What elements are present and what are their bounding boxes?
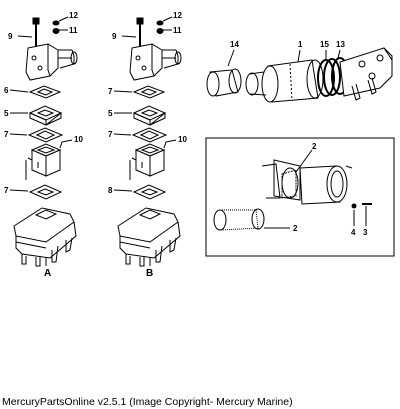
exhaust-manifold-a <box>14 208 76 266</box>
gasket-part-7-upper <box>10 128 62 142</box>
exhaust-manifold-b <box>118 208 180 266</box>
callout-r-15: 15 <box>320 40 329 49</box>
label-section-a: A <box>44 268 51 279</box>
callout-a-7-lower: 7 <box>4 186 9 195</box>
callout-r-13: 13 <box>336 40 345 49</box>
clamp-part-15 <box>318 50 340 96</box>
sleeve-part-14 <box>207 50 241 96</box>
fitting-part-11 <box>53 29 68 34</box>
callout-b-7-top: 7 <box>108 87 113 96</box>
callout-a-12: 12 <box>69 11 78 20</box>
elbow-fitting <box>26 44 77 80</box>
gasket-part-8-b <box>114 185 165 199</box>
callout-b-8: 8 <box>108 186 113 195</box>
washer-part-12 <box>53 17 68 25</box>
gasket-part-7-mid-b <box>114 128 166 142</box>
tube-part-2 <box>262 150 312 200</box>
callout-a-10: 10 <box>74 135 83 144</box>
callout-a-6: 6 <box>4 86 9 95</box>
callout-r-1: 1 <box>298 40 303 49</box>
screw-part-3 <box>362 204 372 226</box>
assembly-a: A <box>10 17 77 279</box>
callouts: 9 12 11 6 5 7 10 7 9 12 11 7 5 7 10 8 14… <box>4 11 368 237</box>
tailpipe-assembly <box>207 48 392 102</box>
plate-part-5-b <box>114 106 165 125</box>
callout-b-12: 12 <box>173 11 182 20</box>
callout-a-5: 5 <box>4 109 9 118</box>
fitting-part-11-b <box>157 29 172 34</box>
tube-part-2-lower <box>214 209 290 230</box>
callout-b-10: 10 <box>178 135 187 144</box>
washer-part-4 <box>352 204 356 226</box>
copyright-footer: MercuryPartsOnline v2.5.1 (Image Copyrig… <box>2 396 293 408</box>
callout-r-14: 14 <box>230 40 239 49</box>
callout-b-5: 5 <box>108 109 113 118</box>
gasket-part-6 <box>10 86 60 98</box>
callout-a-11: 11 <box>69 26 78 35</box>
callout-a-7-upper: 7 <box>4 130 9 139</box>
gasket-part-7-lower <box>10 185 61 199</box>
callout-b-11: 11 <box>173 26 182 35</box>
label-section-b: B <box>146 268 153 279</box>
callout-a-9: 9 <box>8 32 13 41</box>
washer-part-12-b <box>157 17 172 25</box>
assembly-b: B <box>114 17 181 279</box>
elbow-fitting-b <box>130 44 181 80</box>
callout-d-2-left: 2 <box>293 224 298 233</box>
callout-d-2-top: 2 <box>312 142 317 151</box>
gasket-part-7-top-b <box>114 86 164 98</box>
riser-part-10-b <box>130 140 176 180</box>
outlet-pipe <box>300 166 352 204</box>
callout-b-7-mid: 7 <box>108 130 113 139</box>
plate-part-5 <box>10 106 61 125</box>
callout-b-9: 9 <box>112 32 117 41</box>
detail-inset <box>206 138 394 256</box>
callout-d-4: 4 <box>351 228 356 237</box>
hose-part-1 <box>246 50 323 102</box>
riser-part-10 <box>26 140 72 180</box>
transom-plate <box>340 48 392 100</box>
callout-d-3: 3 <box>363 228 368 237</box>
